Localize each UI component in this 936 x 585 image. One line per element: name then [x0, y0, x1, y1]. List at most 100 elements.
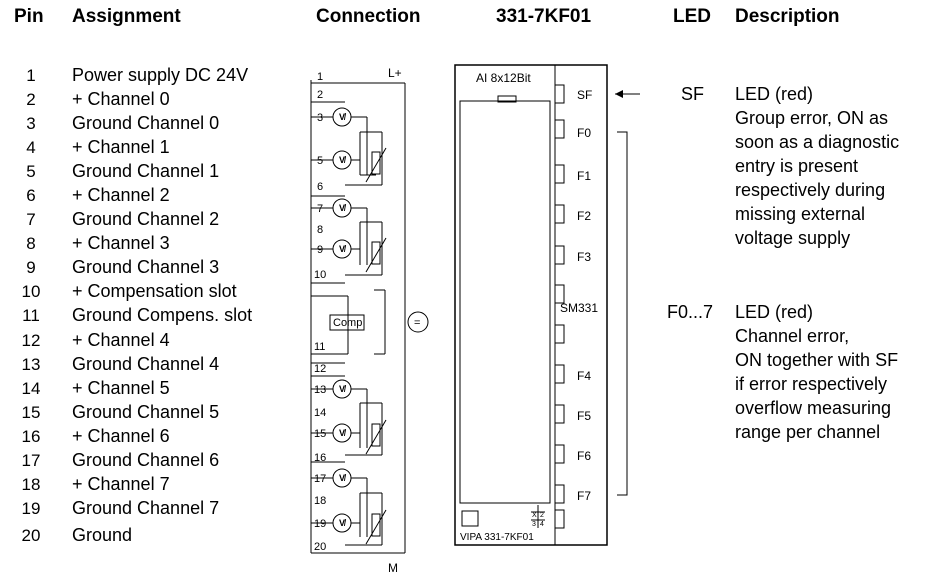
module-x-label: 2	[540, 512, 544, 519]
terminal-number: 5	[317, 155, 323, 167]
desc-led-sf: SF	[681, 84, 705, 104]
led-window-f2	[554, 204, 565, 224]
desc-text: Group error, ON as	[735, 108, 889, 128]
led-label-f4: F4	[577, 369, 591, 383]
led-label-f0: F0	[577, 126, 591, 140]
lplus-label: L+	[388, 66, 402, 80]
pin-number: 18	[21, 475, 41, 494]
terminal-number: 18	[314, 495, 326, 507]
terminal-number: 11	[314, 341, 325, 353]
desc-text: respectively during	[735, 180, 886, 200]
desc-text: entry is present	[735, 156, 859, 176]
terminal-number: 1	[317, 71, 323, 83]
header-connection: Connection	[316, 6, 421, 27]
pin-assignment: + Channel 5	[72, 378, 170, 398]
pin-assignment: + Channel 3	[72, 233, 170, 253]
module-vipa-label: VIPA 331-7KF01	[460, 532, 534, 543]
module-x-label: 3	[532, 521, 536, 528]
led-window-x	[554, 509, 565, 529]
led-window-sf	[554, 84, 565, 104]
terminal-number: 20	[314, 541, 326, 553]
pin-assignment: Ground Channel 1	[72, 161, 220, 181]
pin-assignment: Power supply DC 24V	[72, 65, 249, 85]
led-window-f1	[554, 164, 565, 184]
header-pin: Pin	[14, 6, 44, 27]
module-label-box	[461, 510, 479, 527]
terminal-number: 2	[317, 89, 323, 101]
led-window-blank	[554, 324, 565, 344]
pin-number: 2	[26, 90, 36, 109]
pin-number: 12	[21, 331, 41, 350]
pin-assignment: Ground Channel 6	[72, 450, 220, 470]
pin-number: 20	[21, 526, 41, 545]
led-label-f3: F3	[577, 250, 591, 264]
pin-number: 16	[21, 427, 41, 446]
pin-number: 14	[21, 379, 41, 398]
sensor-icon: V̸	[339, 244, 347, 254]
desc-text: overflow measuring	[735, 398, 892, 418]
desc-text: ON together with SF	[735, 350, 899, 370]
sensor-icon: V̸	[339, 428, 347, 438]
terminal-number: 7	[317, 203, 323, 215]
led-label-f6: F6	[577, 449, 591, 463]
module-clip	[497, 95, 517, 103]
led-label-f5: F5	[577, 409, 591, 423]
pin-number: 19	[21, 499, 41, 518]
pin-assignment: Ground Compens. slot	[72, 305, 253, 325]
pin-number: 13	[21, 355, 41, 374]
desc-text: missing external	[735, 204, 866, 224]
header-led: LED	[673, 6, 711, 27]
led-label-f2: F2	[577, 209, 591, 223]
led-window-f5	[554, 404, 565, 424]
module-sm-label: SM331	[560, 301, 598, 315]
pin-number: 10	[21, 282, 41, 301]
pin-number: 7	[26, 210, 36, 229]
sensor-icon: V̸	[339, 518, 347, 528]
dc-source-icon	[407, 311, 429, 333]
desc-text: range per channel	[735, 422, 881, 442]
desc-text: soon as a diagnostic	[735, 132, 900, 152]
pin-number: 6	[26, 186, 36, 205]
pin-assignment: Ground Channel 5	[72, 402, 220, 422]
led-window-sm	[554, 284, 565, 304]
terminal-number: 13	[314, 384, 326, 396]
pin-number: 1	[26, 66, 36, 85]
led-label-f7: F7	[577, 489, 591, 503]
pin-assignment: Ground Channel 4	[72, 354, 220, 374]
sensor-icon: V̸	[339, 112, 347, 122]
pin-number: 8	[26, 234, 36, 253]
comp-label: Comp	[333, 317, 362, 329]
sf-arrow-head	[615, 90, 623, 98]
sensor-icon: V̸	[339, 203, 347, 213]
terminal-number: 6	[317, 181, 323, 193]
pin-number: 11	[22, 306, 40, 325]
sensor-icon: V̸	[339, 473, 347, 483]
module-x-label: 4	[540, 521, 544, 528]
pin-number: 5	[26, 162, 36, 181]
terminal-number: 8	[317, 224, 323, 236]
terminal-number: 15	[314, 428, 326, 440]
terminal-number: 19	[314, 518, 326, 530]
header-module: 331-7KF01	[496, 6, 592, 27]
pin-assignment: Ground Channel 0	[72, 113, 220, 133]
terminal-number: 12	[314, 363, 326, 375]
pin-assignment: Ground	[72, 525, 133, 545]
desc-text: voltage supply	[735, 228, 851, 248]
header-assignment: Assignment	[72, 6, 181, 27]
terminal-number: 16	[314, 452, 326, 464]
terminal-number: 10	[314, 269, 326, 281]
equals-label: =	[414, 317, 420, 329]
terminal-number: 17	[314, 473, 326, 485]
pin-number: 9	[26, 258, 36, 277]
module-frame	[454, 64, 608, 546]
compensation-block	[311, 289, 386, 364]
pin-assignment: + Channel 2	[72, 185, 170, 205]
pin-assignment: Ground Channel 2	[72, 209, 220, 229]
pin-number: 4	[26, 138, 36, 157]
led-window-f7	[554, 484, 565, 504]
m-label: M	[388, 561, 398, 575]
led-window-f3	[554, 245, 565, 265]
desc-text: Channel error,	[735, 326, 850, 346]
pin-number: 15	[21, 403, 41, 422]
